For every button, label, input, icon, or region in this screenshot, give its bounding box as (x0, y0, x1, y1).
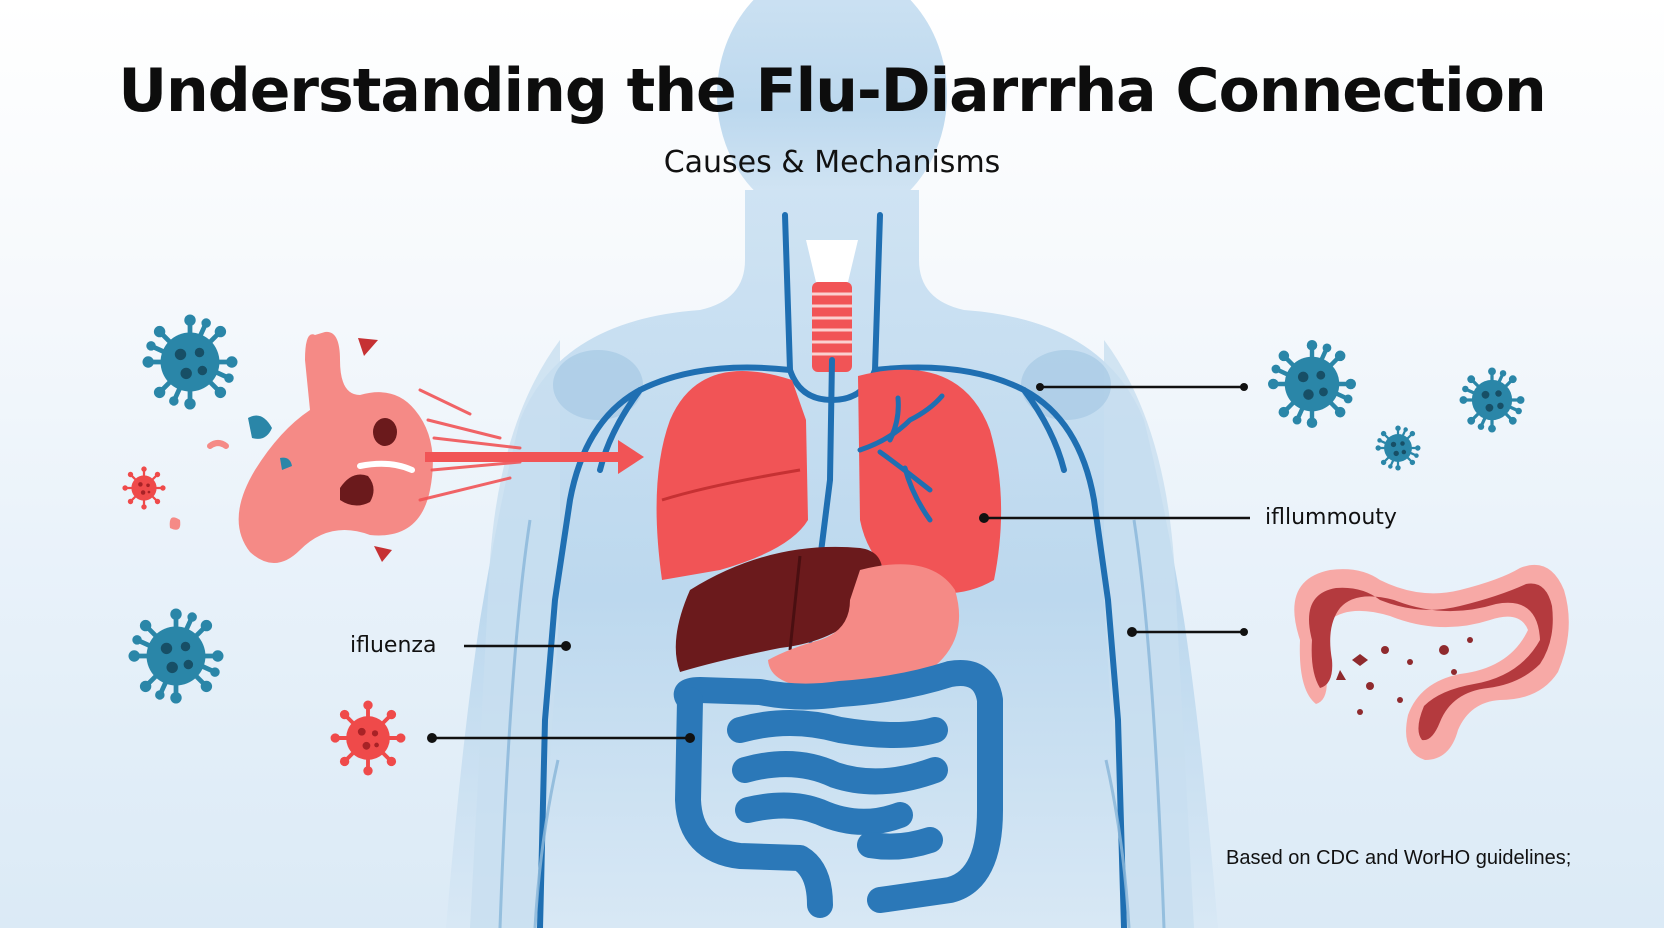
arrow-icon (425, 440, 644, 474)
spray-lines (418, 388, 522, 502)
throat (806, 240, 858, 282)
virus-icon (328, 698, 408, 778)
label-influenza: ifluenza (350, 633, 437, 658)
lungs-icon (656, 369, 1002, 594)
callout-dots (427, 383, 1248, 743)
virus-icon (143, 315, 238, 410)
stomach-center (768, 564, 960, 689)
source-footnote: Based on CDC and WorHO guidelines; (1226, 847, 1572, 869)
liver-icon (675, 546, 883, 672)
intestine-icon (673, 660, 1003, 918)
arm-veins (498, 519, 1166, 928)
label-inflammation: ifllummouty (1265, 505, 1397, 530)
stomach-icon (169, 331, 433, 564)
page-title: Understanding the Flu-Diarrrha Connectio… (118, 56, 1546, 126)
page-subtitle: Causes & Mechanisms (663, 145, 1001, 180)
virus-icon (121, 465, 167, 511)
arm-shading (470, 340, 1194, 928)
callout-lines (432, 385, 1250, 740)
virus-icon (1457, 365, 1527, 435)
virus-icon (1268, 340, 1356, 428)
virus-icon (129, 609, 224, 704)
colon-icon (1294, 564, 1569, 760)
virus-icon (1374, 424, 1422, 472)
trachea (812, 282, 852, 372)
